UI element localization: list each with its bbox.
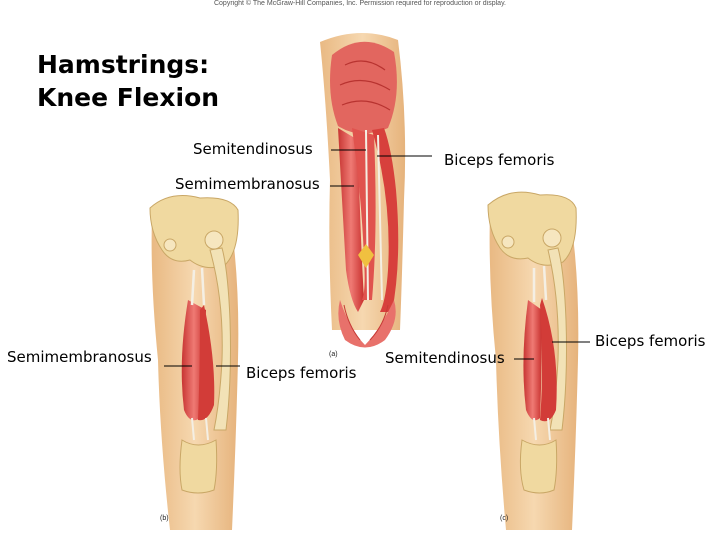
panel-b-letter: (b) xyxy=(160,515,169,522)
label-b-biceps-femoris: Biceps femoris xyxy=(246,364,357,382)
panel-b-illustration xyxy=(149,195,239,530)
panel-c-biceps-femoris xyxy=(540,298,557,422)
panel-c-femur xyxy=(547,247,567,431)
panel-c-semitendinosus xyxy=(523,300,542,421)
panel-a-illustration xyxy=(320,32,406,348)
label-a-semimembranosus: Semimembranosus xyxy=(175,175,320,193)
panel-b-biceps-femoris xyxy=(198,305,215,421)
label-c-biceps-femoris: Biceps femoris xyxy=(595,332,706,350)
panel-b-femur xyxy=(209,247,231,431)
label-b-semimembranosus: Semimembranosus xyxy=(7,348,152,366)
panel-a-biceps-femoris xyxy=(372,128,399,312)
label-c-semitendinosus: Semitendinosus xyxy=(385,349,505,367)
panel-a-calf xyxy=(338,300,396,348)
title-line-2: Knee Flexion xyxy=(37,83,220,112)
copyright-notice: Copyright © The McGraw-Hill Companies, I… xyxy=(213,0,506,7)
panel-c-illustration xyxy=(487,191,579,531)
panel-c-letter: (c) xyxy=(500,515,509,522)
label-a-biceps-femoris: Biceps femoris xyxy=(444,151,555,169)
panel-a-semimembranosus xyxy=(338,128,364,312)
slide-title: Hamstrings: Knee Flexion xyxy=(37,48,219,114)
title-line-1: Hamstrings: xyxy=(37,50,210,79)
label-a-semitendinosus: Semitendinosus xyxy=(193,140,313,158)
panel-a-letter: (a) xyxy=(329,351,338,358)
leader-lines xyxy=(164,149,590,367)
